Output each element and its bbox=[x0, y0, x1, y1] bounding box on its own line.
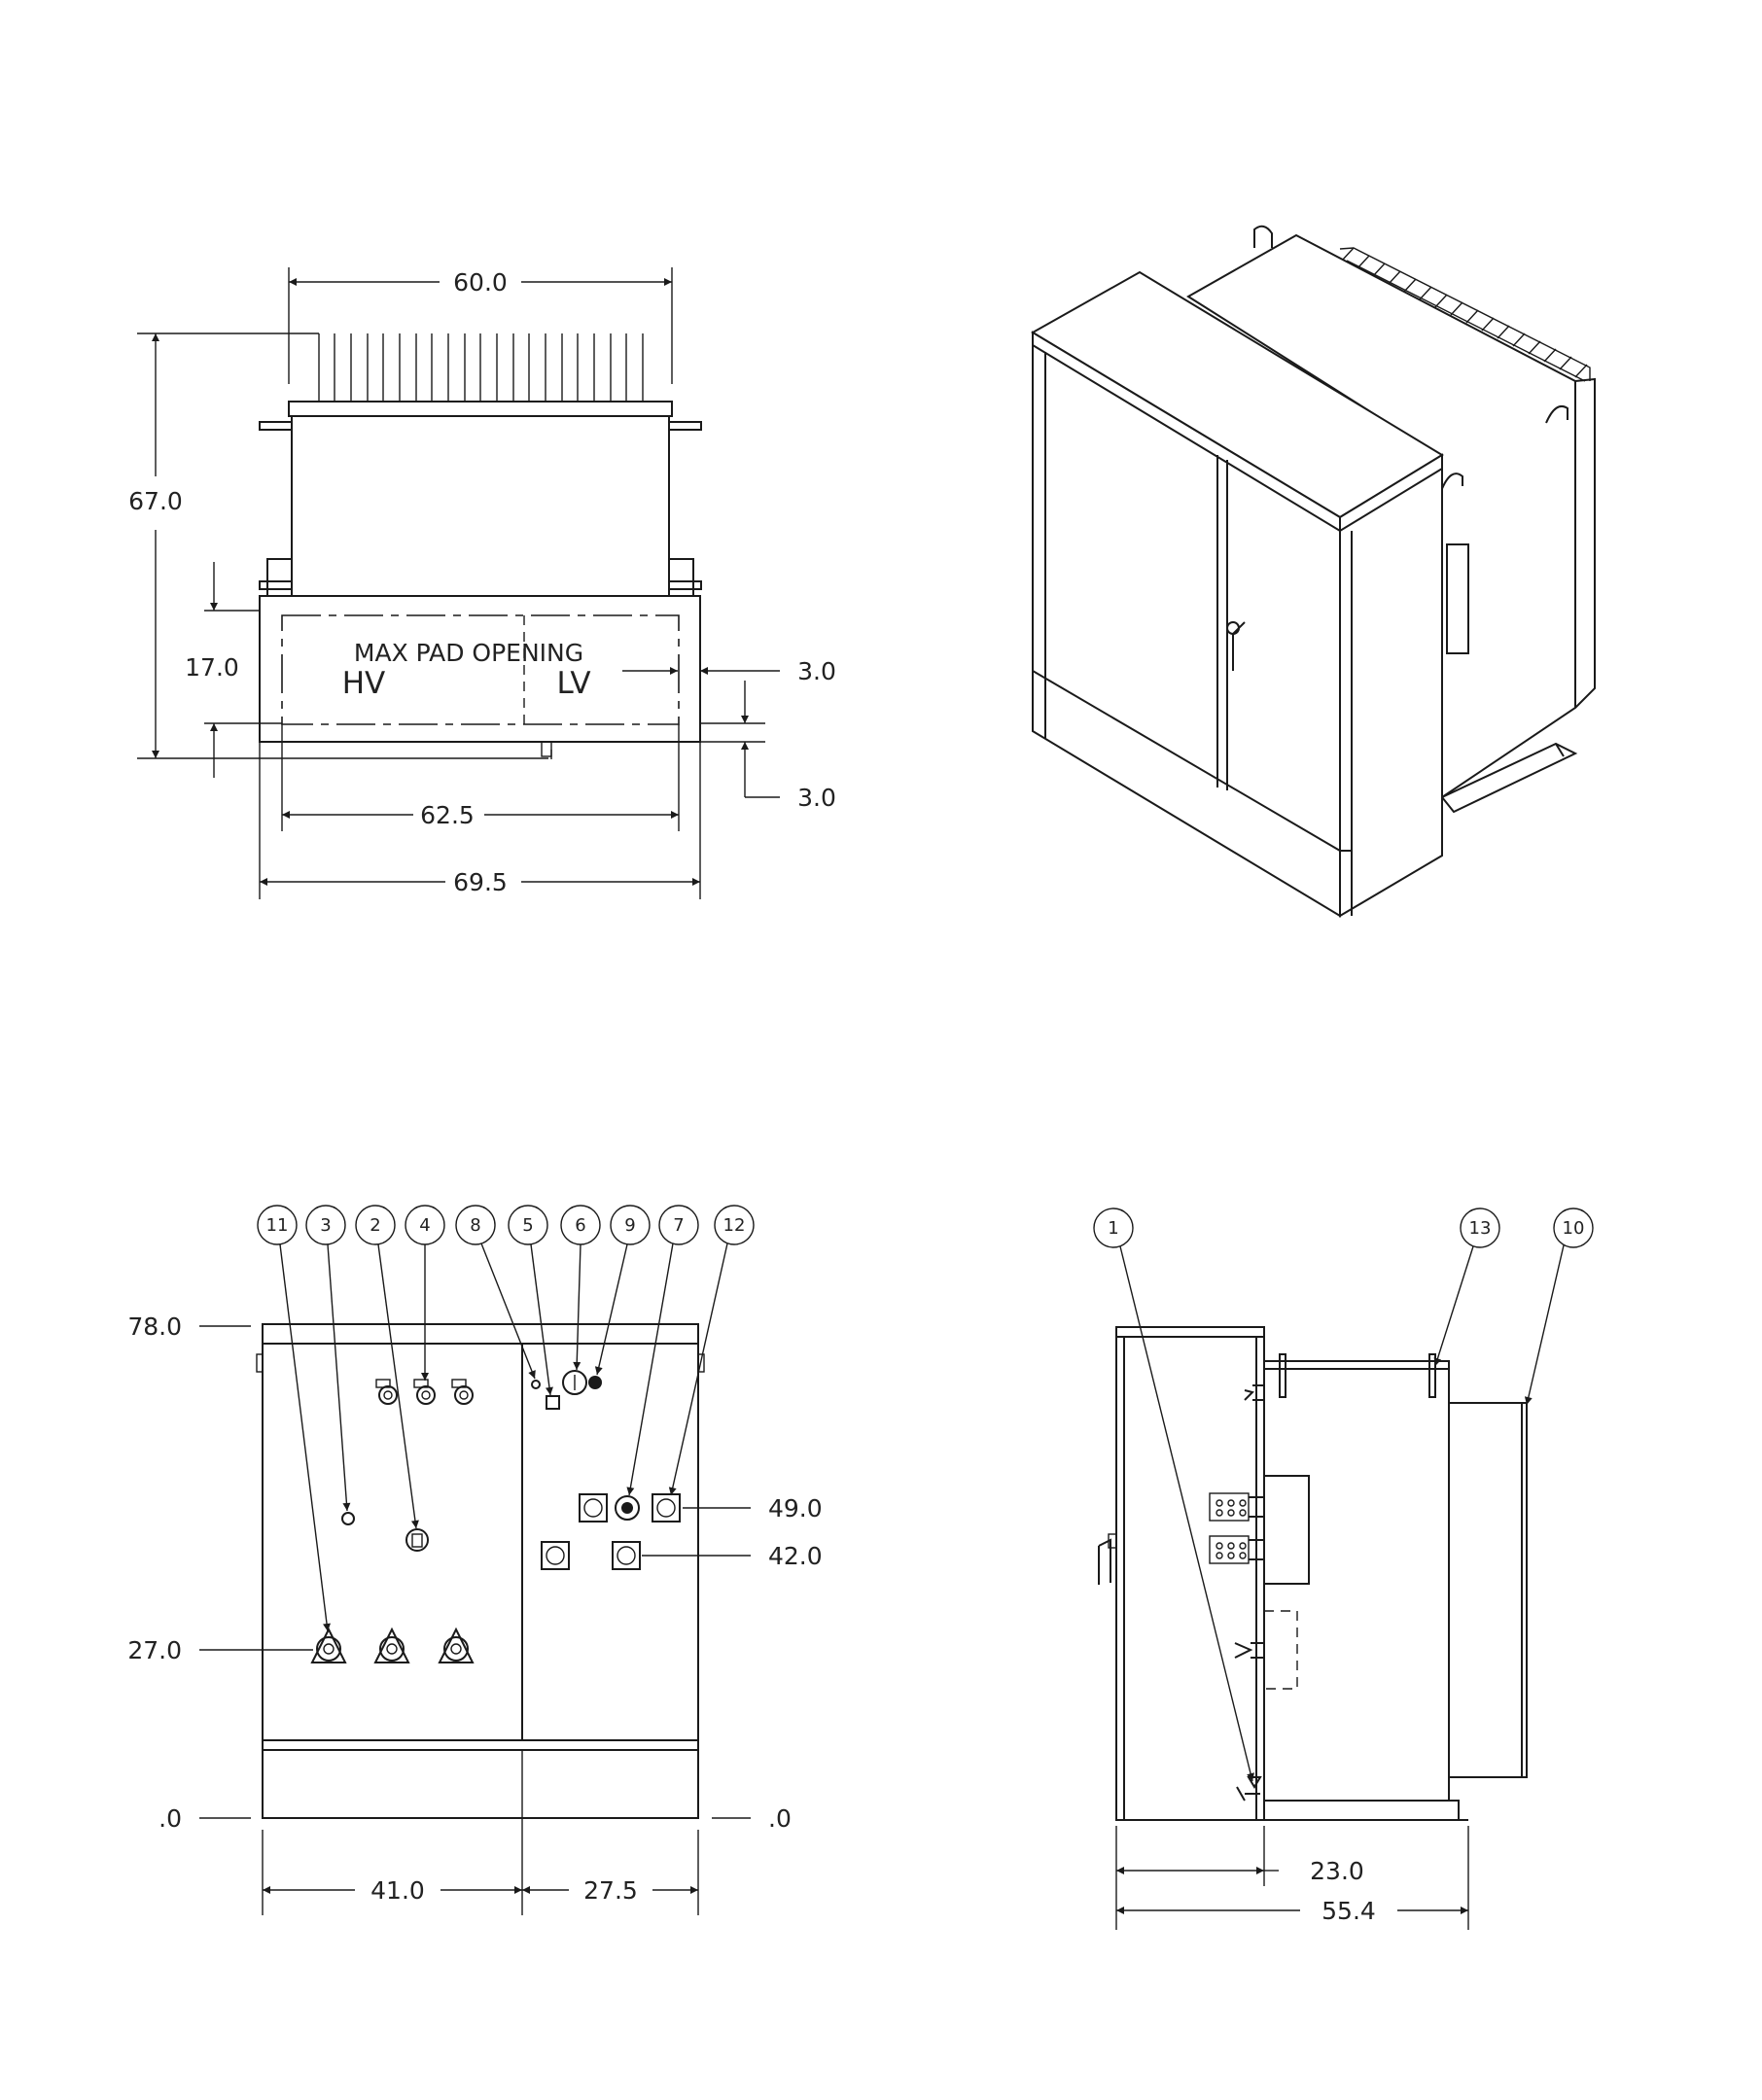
svg-text:.0: .0 bbox=[159, 1804, 182, 1833]
front-view: 11 3 2 4 8 5 6 9 7 12 78.0 bbox=[127, 1205, 823, 1915]
lug-lower-right bbox=[668, 580, 702, 590]
bracket-right bbox=[668, 558, 694, 597]
svg-text:78.0: 78.0 bbox=[127, 1312, 182, 1341]
pad-label: MAX PAD OPENING bbox=[354, 639, 583, 667]
svg-text:55.4: 55.4 bbox=[1322, 1897, 1376, 1925]
svg-text:4: 4 bbox=[419, 1215, 430, 1236]
front-dims: 78.0 49.0 42.0 27.0 .0 .0 41.0 27.5 bbox=[127, 1312, 823, 1915]
side-dashed-box bbox=[1263, 1610, 1298, 1690]
svg-text:62.5: 62.5 bbox=[420, 801, 475, 829]
cooling-fins bbox=[318, 333, 644, 402]
lifting-lug-left bbox=[259, 421, 293, 431]
side-bushings bbox=[1209, 1384, 1264, 1659]
isometric-view bbox=[1031, 225, 1596, 918]
lug-lower-left bbox=[259, 580, 293, 590]
svg-text:17.0: 17.0 bbox=[185, 653, 239, 682]
lifting-lug-right bbox=[668, 421, 702, 431]
svg-text:5: 5 bbox=[522, 1215, 533, 1236]
svg-text:.0: .0 bbox=[768, 1804, 792, 1833]
hv-bushings bbox=[310, 1627, 475, 1663]
item-7-valve bbox=[615, 1495, 640, 1521]
item-5-device bbox=[546, 1395, 560, 1410]
side-view: 1 13 10 23.0 55.4 bbox=[1093, 1208, 1594, 1930]
svg-text:10: 10 bbox=[1563, 1218, 1585, 1239]
svg-text:3.0: 3.0 bbox=[797, 657, 836, 685]
iso-fins bbox=[1339, 247, 1591, 382]
item-8-device bbox=[531, 1380, 541, 1389]
cabinet-outline bbox=[259, 595, 701, 743]
front-body bbox=[262, 1343, 699, 1819]
lv-bushings-49 bbox=[579, 1493, 681, 1522]
dim-69-5: 69.5 bbox=[259, 742, 701, 899]
svg-text:49.0: 49.0 bbox=[768, 1494, 823, 1522]
side-radiator bbox=[1448, 1402, 1528, 1778]
front-roof bbox=[262, 1323, 699, 1345]
dim-67: 67.0 bbox=[128, 332, 548, 759]
iso-cabinet-side bbox=[1339, 453, 1443, 918]
item-2-device bbox=[405, 1528, 429, 1552]
svg-text:8: 8 bbox=[470, 1215, 480, 1236]
svg-text:9: 9 bbox=[624, 1215, 635, 1236]
svg-text:6: 6 bbox=[575, 1215, 585, 1236]
item-3-plug bbox=[341, 1512, 355, 1525]
top-view: MAX PAD OPENING HV LV 60.0 67.0 17.0 bbox=[128, 267, 836, 899]
dim-3-bottom: 3.0 bbox=[700, 681, 836, 812]
drain-stub bbox=[541, 741, 552, 757]
svg-text:12: 12 bbox=[723, 1215, 746, 1236]
hv-label: HV bbox=[342, 666, 386, 701]
svg-text:27.5: 27.5 bbox=[583, 1876, 638, 1905]
dim-62-5: 62.5 bbox=[281, 724, 680, 831]
lv-label: LV bbox=[556, 666, 590, 701]
svg-text:11: 11 bbox=[266, 1215, 289, 1236]
front-balloons: 11 3 2 4 8 5 6 9 7 12 bbox=[257, 1205, 755, 1632]
item-9-device bbox=[588, 1376, 602, 1389]
item-6-gauge bbox=[562, 1370, 587, 1395]
dim-60: 60.0 bbox=[288, 267, 673, 384]
iso-hook-2 bbox=[1545, 404, 1568, 424]
side-base bbox=[1263, 1800, 1460, 1821]
max-pad-opening bbox=[281, 614, 680, 725]
tank-body bbox=[291, 415, 670, 597]
lv-bushings-42 bbox=[541, 1541, 641, 1570]
svg-text:69.5: 69.5 bbox=[453, 868, 508, 896]
tank-top-flange bbox=[288, 401, 673, 417]
side-cabinet bbox=[1115, 1336, 1265, 1821]
svg-text:41.0: 41.0 bbox=[370, 1876, 425, 1905]
lv-bushings-top bbox=[375, 1379, 474, 1405]
svg-text:60.0: 60.0 bbox=[453, 268, 508, 297]
svg-text:2: 2 bbox=[370, 1215, 380, 1236]
side-roof bbox=[1115, 1326, 1265, 1338]
dim-3-right: 3.0 bbox=[700, 657, 836, 685]
svg-text:3: 3 bbox=[320, 1215, 331, 1236]
iso-hook-3 bbox=[1440, 472, 1463, 492]
side-control-box bbox=[1263, 1475, 1310, 1585]
drain-valve bbox=[1236, 1776, 1262, 1802]
svg-text:23.0: 23.0 bbox=[1310, 1857, 1364, 1885]
svg-text:7: 7 bbox=[673, 1215, 684, 1236]
iso-side-box bbox=[1446, 543, 1469, 654]
svg-text:42.0: 42.0 bbox=[768, 1542, 823, 1570]
side-dims: 23.0 55.4 bbox=[1115, 1826, 1469, 1930]
svg-text:3.0: 3.0 bbox=[797, 784, 836, 812]
svg-text:67.0: 67.0 bbox=[128, 487, 183, 515]
bracket-left bbox=[266, 558, 293, 597]
side-tank bbox=[1263, 1360, 1450, 1802]
svg-text:1: 1 bbox=[1108, 1218, 1118, 1239]
iso-hook-1 bbox=[1253, 225, 1273, 248]
dim-17: 17.0 bbox=[185, 562, 282, 778]
svg-text:13: 13 bbox=[1469, 1218, 1492, 1239]
svg-text:27.0: 27.0 bbox=[127, 1636, 182, 1664]
